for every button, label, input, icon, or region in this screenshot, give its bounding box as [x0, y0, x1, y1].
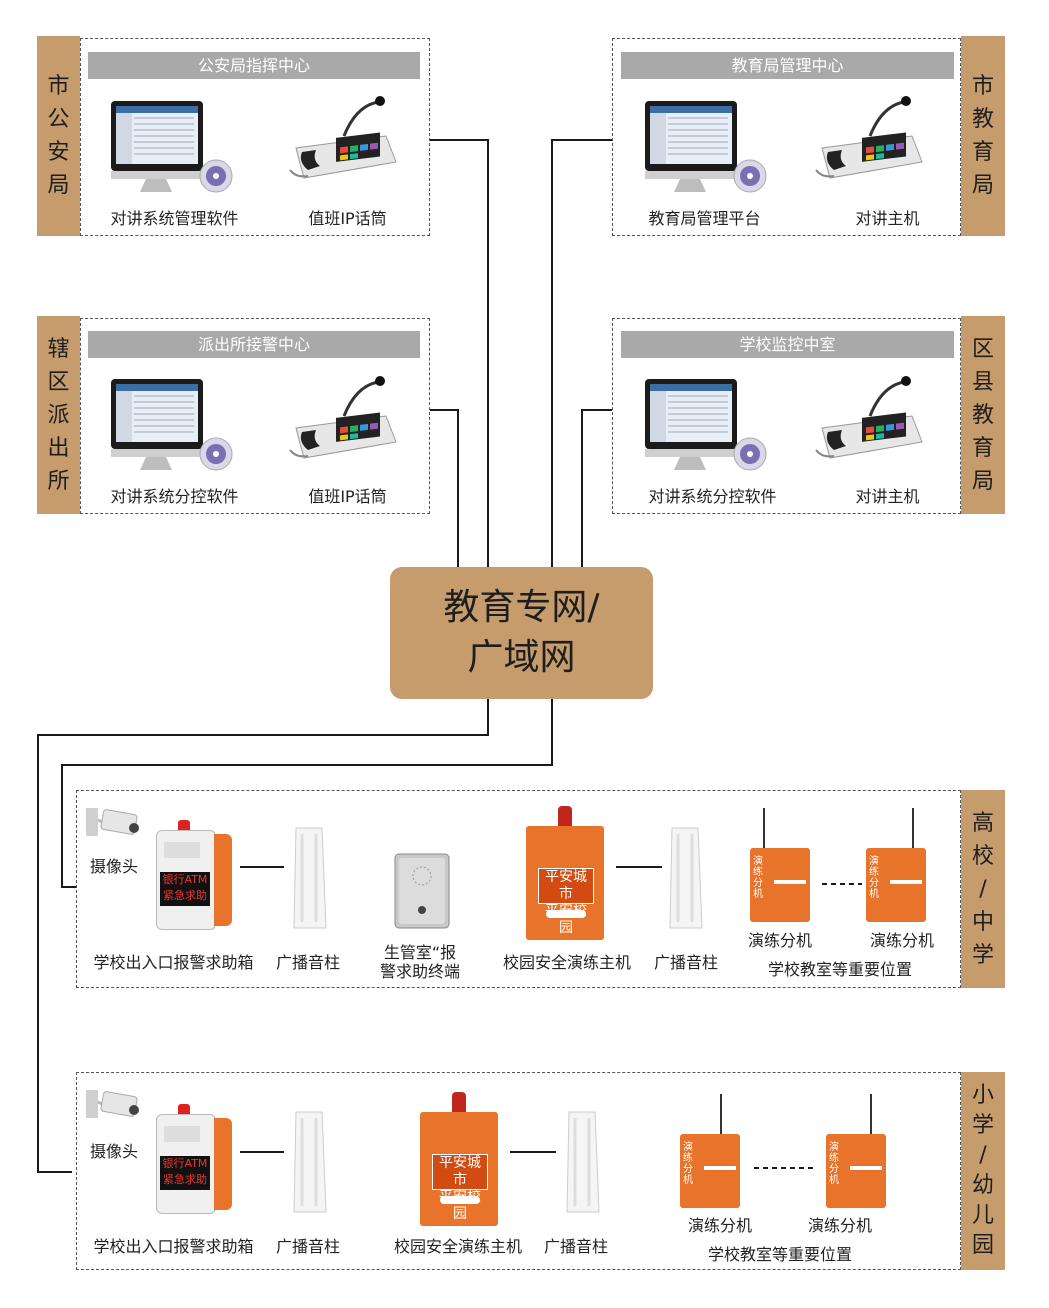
edu-host-label: 对讲主机	[855, 209, 920, 228]
hs-speaker-label-2: 广播音柱	[653, 953, 718, 972]
hs-location-label: 学校教室等重要位置	[767, 960, 912, 979]
panel-primary-school	[76, 1072, 961, 1270]
ps-host-label: 校园安全演练主机	[393, 1237, 522, 1256]
panel-school-monitor: 学校监控中室	[612, 318, 961, 514]
alarm-sign-line2: 紧急求助	[163, 889, 207, 902]
ps-unit-label-1: 演练分机	[687, 1216, 752, 1235]
intercom-host-icon	[815, 96, 923, 179]
sidebar-city-education: 市教育局	[961, 36, 1005, 236]
hs-terminal-label: 生管室“报 警求助终端	[374, 943, 466, 981]
ps-speaker-label-2: 广播音柱	[543, 1237, 608, 1256]
monitor-host-label: 对讲主机	[855, 487, 920, 506]
hs-unit-label-1: 演练分机	[747, 931, 812, 950]
speaker-column-icon	[566, 1111, 600, 1213]
education-network-hub: 教育专网/ 广域网	[390, 567, 653, 699]
monitor-pc-label: 对讲系统分控软件	[648, 487, 777, 506]
hub-label-line1: 教育专网/	[443, 587, 600, 628]
hs-speaker-label-1: 广播音柱	[275, 953, 340, 972]
hub-label-line2: 广域网	[467, 637, 576, 678]
host-sign-line1: 平安城市	[439, 1155, 481, 1188]
hs-unit-label-2: 演练分机	[869, 931, 934, 950]
sidebar-city-police: 市公安局	[37, 36, 80, 236]
police-phone-label: 值班IP话筒	[308, 209, 387, 228]
drill-unit-icon: 演练分机	[826, 1094, 888, 1210]
speaker-column-icon	[293, 1111, 327, 1213]
unit-sign: 演练分机	[753, 856, 763, 900]
panel-high-school	[76, 790, 961, 988]
camera-icon	[86, 808, 139, 836]
panel-title: 学校监控中室	[621, 331, 954, 358]
monitor-icon	[111, 101, 233, 193]
sidebar-district-police: 辖区派出所	[37, 316, 80, 514]
alarm-sign-line2: 紧急求助	[163, 1173, 207, 1186]
camera-icon	[86, 1090, 139, 1118]
alarm-sign-line1: 银行ATM	[162, 873, 208, 886]
station-pc-label: 对讲系统分控软件	[110, 487, 239, 506]
ps-alarm-box-label: 学校出入口报警求助箱	[93, 1237, 254, 1256]
hs-terminal-label-line2: 警求助终端	[379, 962, 460, 981]
speaker-column-icon	[669, 827, 703, 929]
sidebar-high-school: 高校/中学	[961, 790, 1005, 988]
sidebar-county-education: 区县教育局	[961, 316, 1005, 514]
drill-unit-icon: 演练分机	[750, 808, 812, 924]
ps-location-label: 学校教室等重要位置	[707, 1245, 852, 1264]
panel-police-center: 公安局指挥中心	[80, 38, 430, 236]
monitor-icon	[645, 379, 767, 471]
panel-title: 公安局指挥中心	[88, 52, 420, 79]
speaker-column-icon	[293, 827, 327, 929]
unit-sign: 演练分机	[829, 1142, 839, 1186]
edu-pc-label: 教育局管理平台	[648, 209, 761, 228]
ps-speaker-label-1: 广播音柱	[275, 1237, 340, 1256]
help-terminal-icon	[394, 853, 450, 929]
ps-camera-label: 摄像头	[89, 1142, 138, 1161]
panel-edu-center: 教育局管理中心	[612, 38, 961, 236]
monitor-icon	[645, 101, 767, 193]
hs-camera-label: 摄像头	[89, 857, 138, 876]
ps-unit-label-2: 演练分机	[807, 1216, 872, 1235]
alarm-box-icon: 银行ATM 紧急求助	[156, 1104, 236, 1214]
drill-unit-icon: 演练分机	[680, 1094, 742, 1210]
panel-title: 教育局管理中心	[621, 52, 954, 79]
alarm-box-icon: 银行ATM 紧急求助	[156, 820, 236, 930]
station-phone-label: 值班IP话筒	[308, 487, 387, 506]
intercom-host-icon	[815, 376, 923, 459]
panel-station-center: 派出所接警中心	[80, 318, 430, 514]
sidebar-primary-school: 小学/幼儿园	[961, 1072, 1005, 1270]
drill-host-icon: 平安城市 平安校园	[420, 1092, 500, 1228]
host-sign-line1: 平安城市	[545, 869, 587, 902]
ip-phone-icon	[289, 96, 397, 179]
unit-sign: 演练分机	[869, 856, 879, 900]
drill-host-icon: 平安城市 平安校园	[526, 806, 606, 942]
hs-alarm-box-label: 学校出入口报警求助箱	[93, 953, 254, 972]
host-sign-line2: 平安校园	[545, 903, 587, 936]
panel-title: 派出所接警中心	[88, 331, 420, 358]
police-pc-label: 对讲系统管理软件	[110, 209, 239, 228]
unit-sign: 演练分机	[683, 1142, 693, 1186]
ip-phone-icon	[289, 376, 397, 459]
drill-unit-icon: 演练分机	[866, 808, 928, 924]
alarm-sign-line1: 银行ATM	[162, 1157, 208, 1170]
monitor-icon	[111, 379, 233, 471]
host-sign-line2: 平安校园	[439, 1189, 481, 1222]
hs-host-label: 校园安全演练主机	[502, 953, 631, 972]
hs-terminal-label-line1: 生管室“报	[383, 943, 457, 962]
